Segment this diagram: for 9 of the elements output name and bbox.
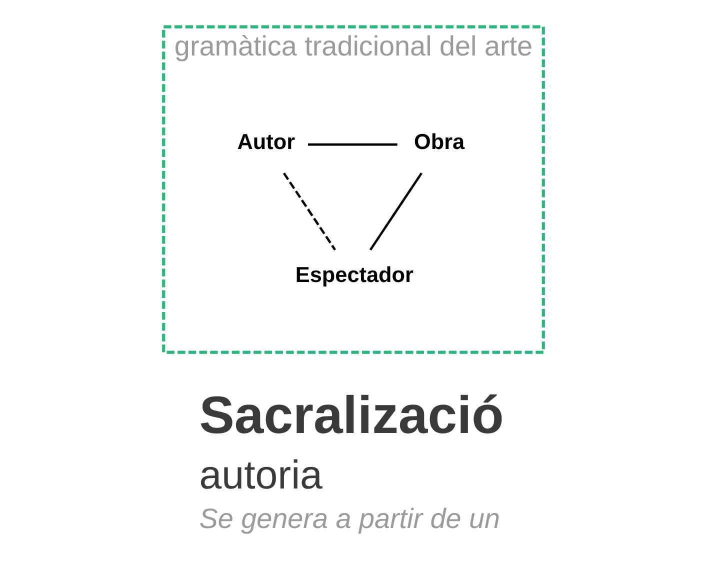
connector <box>307 143 397 146</box>
connector <box>282 172 336 250</box>
connector <box>368 172 422 250</box>
node-text: Obra <box>413 128 464 154</box>
label: autoria <box>198 452 322 498</box>
node-text: Espectador <box>294 262 413 288</box>
label: Se genera a partir de un <box>198 503 500 534</box>
label: Sacralizació <box>198 386 504 446</box>
node-text: Autor <box>236 128 295 154</box>
